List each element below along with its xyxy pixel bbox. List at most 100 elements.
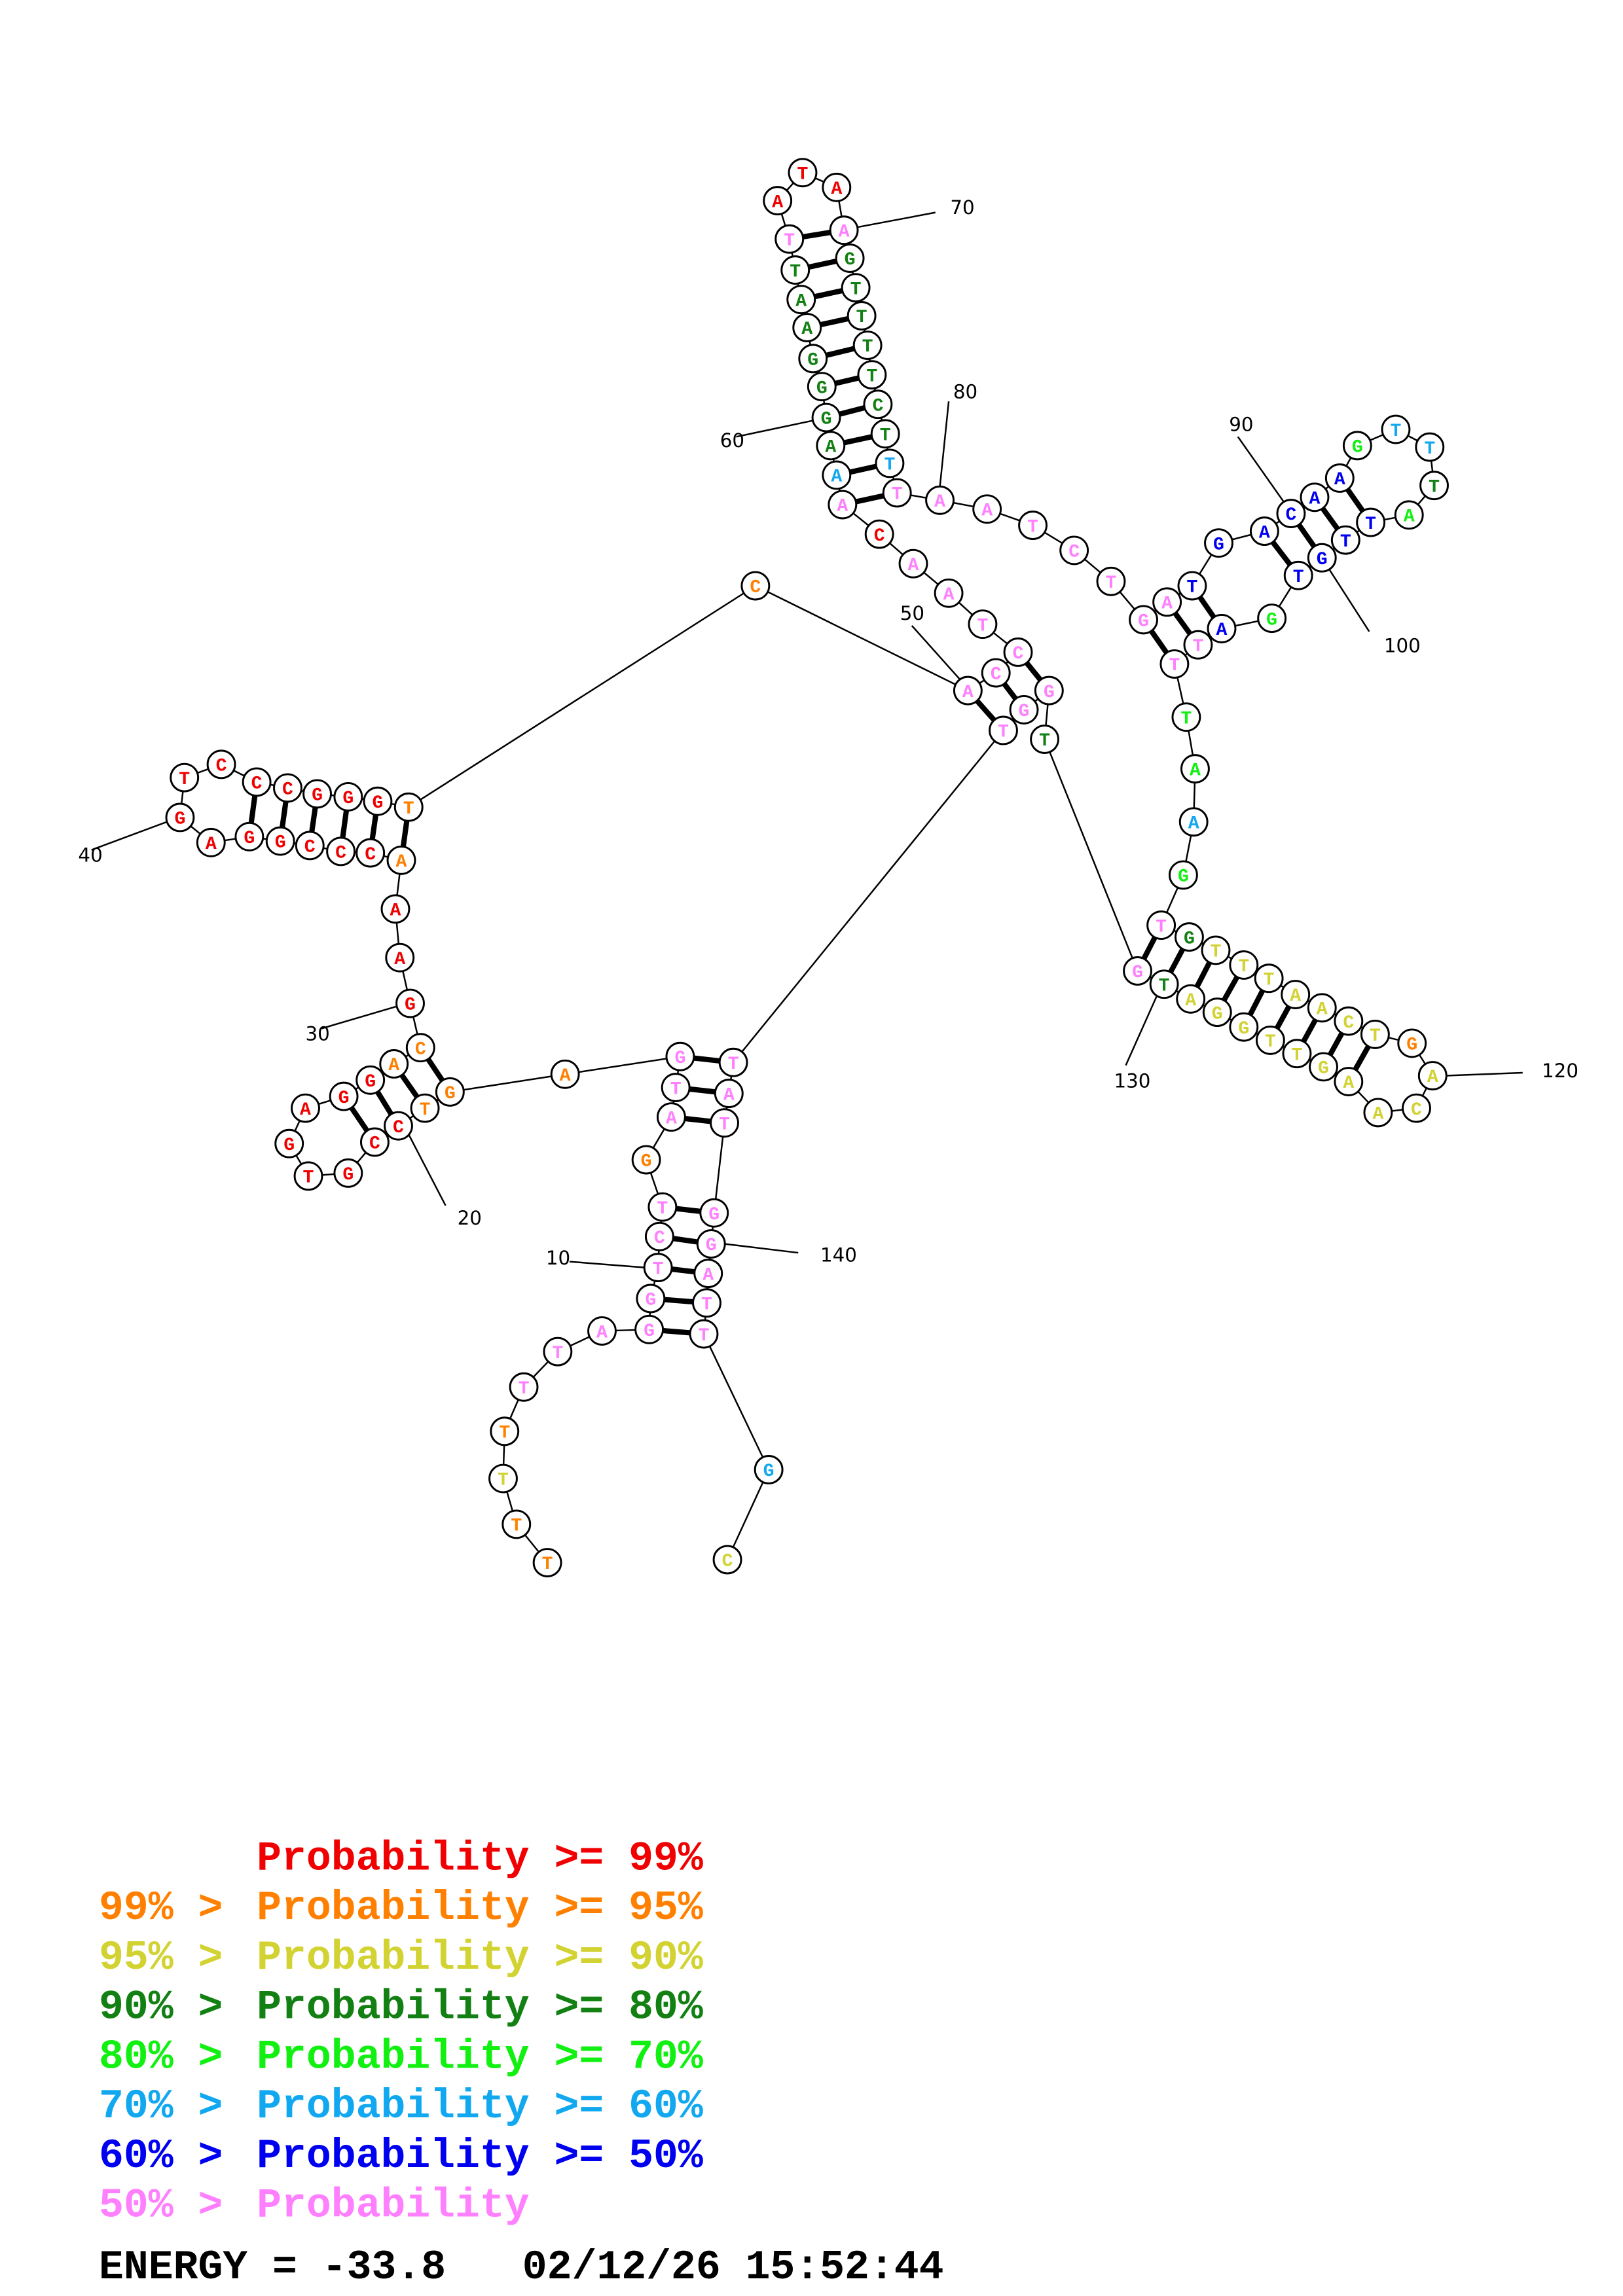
nucleotide-circle: [822, 460, 852, 490]
nucleotide-letter: T: [542, 1554, 553, 1575]
nucleotide-letter: T: [657, 1199, 668, 1219]
nucleotide-letter: A: [1290, 986, 1301, 1007]
nucleotide-letter: T: [179, 770, 190, 790]
nucleotide-125: T: [1282, 1039, 1312, 1069]
nucleotide-letter: T: [790, 262, 801, 282]
nucleotide-letter: A: [396, 852, 407, 872]
nucleotide-145: C: [712, 1545, 742, 1575]
nucleotide-26: G: [329, 1081, 359, 1111]
nucleotide-144: G: [754, 1455, 784, 1484]
nucleotide-136: T: [718, 1047, 748, 1077]
nucleotide-circle: [898, 548, 928, 579]
legend-range-label: Probability >= 80%: [257, 1984, 703, 2031]
nucleotide-letter: A: [1188, 814, 1199, 834]
nucleotide-45: G: [302, 779, 332, 809]
nucleotide-circle: [1394, 500, 1424, 530]
nucleotide-circle: [356, 838, 386, 868]
nucleotide-circle: [291, 1093, 320, 1123]
nucleotide-circle: [1149, 969, 1179, 999]
position-label-140: 140: [820, 1244, 857, 1266]
nucleotide-4: T: [490, 1416, 520, 1446]
nucleotide-14: A: [656, 1102, 686, 1132]
nucleotide-96: T: [1419, 471, 1449, 501]
nucleotide-119: G: [1397, 1028, 1427, 1058]
nucleotide-circle: [393, 792, 424, 822]
nucleotide-110: T: [1146, 910, 1176, 941]
nucleotide-20: C: [384, 1111, 413, 1141]
nucleotide-letter: T: [1238, 957, 1249, 977]
nucleotide-letter: T: [977, 616, 988, 636]
nucleotide-70: A: [829, 215, 859, 245]
nucleotide-circle: [718, 1047, 748, 1077]
position-label-50: 50: [900, 602, 924, 624]
nucleotide-circle: [981, 658, 1011, 688]
nucleotide-141: A: [693, 1259, 723, 1289]
nucleotide-letter: C: [335, 844, 346, 864]
position-label-40: 40: [78, 844, 102, 867]
nucleotide-43: C: [242, 767, 272, 797]
nucleotide-73: T: [847, 301, 877, 331]
nucleotide-circle: [1175, 922, 1204, 952]
nucleotide-108: A: [1178, 807, 1209, 837]
nucleotide-letter: T: [1370, 1026, 1381, 1047]
nucleotide-127: G: [1229, 1012, 1259, 1042]
position-label-120: 120: [1542, 1060, 1578, 1082]
nucleotide-letter: A: [943, 585, 955, 605]
position-label-tick: [736, 420, 814, 438]
nucleotide-104: T: [1183, 630, 1213, 660]
nucleotide-9: G: [636, 1283, 666, 1314]
nucleotide-letter: T: [499, 1424, 510, 1444]
nucleotide-circle: [1363, 1098, 1393, 1128]
nucleotide-135: T: [989, 715, 1018, 745]
nucleotide-letter: G: [244, 829, 255, 849]
nucleotide-27: G: [356, 1065, 386, 1095]
nucleotide-42: C: [206, 749, 236, 780]
nucleotide-circle: [864, 519, 894, 549]
nucleotide-letter: A: [394, 950, 405, 970]
position-label-tick: [724, 1243, 799, 1254]
nucleotide-128: G: [1202, 997, 1232, 1028]
nucleotide-142: T: [692, 1288, 721, 1318]
nucleotide-122: A: [1363, 1098, 1393, 1128]
nucleotide-17: A: [550, 1059, 580, 1089]
nucleotide-circle: [643, 1253, 673, 1283]
nucleotide-circle: [689, 1319, 719, 1349]
nucleotide-109: G: [1168, 860, 1198, 890]
nucleotide-circle: [1307, 993, 1337, 1023]
position-label-90: 90: [1229, 413, 1253, 435]
nucleotide-letter: C: [722, 1552, 733, 1572]
nucleotide-79: T: [882, 478, 912, 508]
nucleotide-circle: [1201, 935, 1231, 965]
nucleotide-circle: [265, 826, 295, 856]
nucleotide-90: C: [1276, 499, 1306, 528]
timestamp: 02/12/26 15:52:44: [522, 2244, 944, 2291]
nucleotide-circle: [1096, 566, 1126, 596]
nucleotide-letter: A: [390, 901, 401, 921]
nucleotide-138: T: [710, 1108, 739, 1138]
nucleotide-letter: T: [884, 456, 895, 476]
nucleotide-letter: T: [862, 337, 873, 357]
legend-row: 70% >Probability >= 60%: [99, 2083, 703, 2130]
nucleotide-circle: [386, 845, 416, 875]
nucleotide-circle: [1171, 702, 1201, 732]
nucleotide-letter: A: [1259, 523, 1270, 543]
nucleotide-51: C: [981, 658, 1011, 688]
nucleotide-letter: G: [708, 1205, 720, 1225]
nucleotide-74: T: [852, 331, 883, 360]
nucleotide-80: A: [925, 485, 955, 515]
nucleotide-12: T: [647, 1192, 678, 1222]
legend-range-prefix: 60% >: [99, 2132, 223, 2179]
nucleotide-16: G: [665, 1041, 695, 1071]
nucleotide-letter: A: [795, 291, 807, 312]
nucleotide-letter: G: [445, 1084, 456, 1104]
nucleotide-circle: [1360, 1019, 1390, 1049]
legend-range-prefix: 70% >: [99, 2083, 223, 2130]
nucleotide-circle: [1168, 860, 1198, 890]
nucleotide-circle: [274, 1128, 304, 1158]
nucleotide-140: G: [696, 1229, 726, 1259]
nucleotide-letter: T: [1390, 422, 1401, 442]
position-label-80: 80: [953, 381, 977, 403]
nucleotide-89: A: [1249, 516, 1279, 547]
nucleotide-circle: [550, 1059, 580, 1089]
